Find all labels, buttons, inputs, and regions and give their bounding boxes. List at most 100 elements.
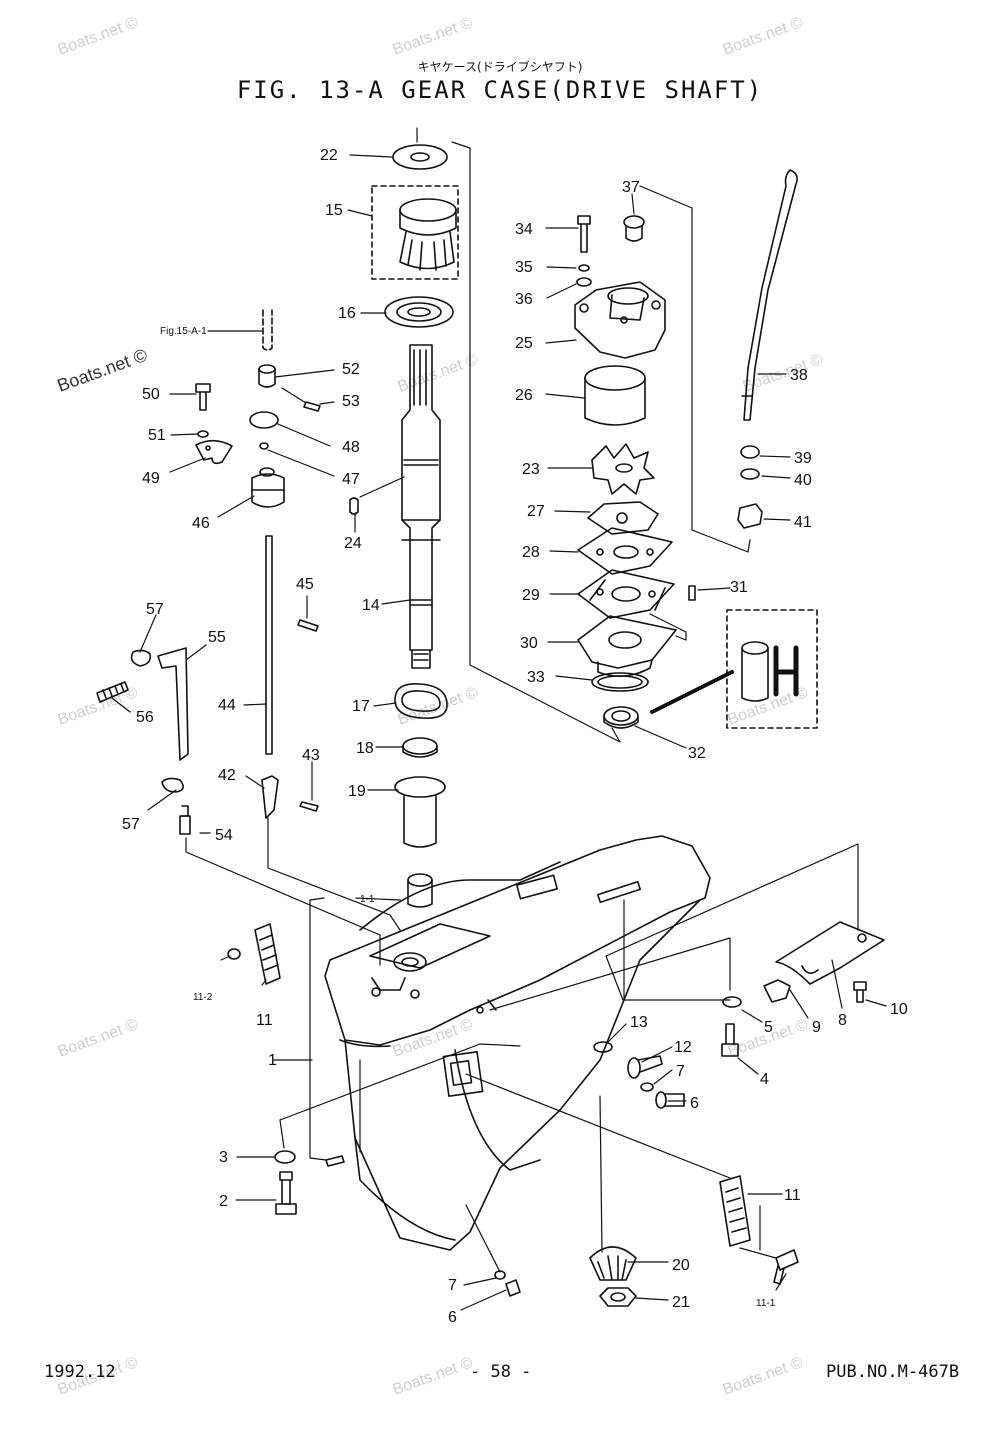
callout-label: 53 (342, 393, 360, 410)
callout-label: 36 (515, 291, 533, 308)
callout-label: 16 (338, 305, 356, 322)
o-ring-33 (591, 672, 649, 692)
nut-21 (599, 1287, 637, 1307)
callout-label: 34 (515, 221, 533, 238)
impeller-23 (591, 443, 655, 495)
water-tube-38 (741, 169, 798, 421)
watermark: Boats.net © (721, 14, 806, 59)
callout-label: 42 (218, 767, 236, 784)
footer-page-number: - 58 - (470, 1362, 532, 1382)
pipe-fig15 (262, 309, 273, 351)
callout-label: 7 (448, 1277, 457, 1294)
insert-cartridge-26 (584, 365, 646, 426)
oil-seal-housing-17 (394, 683, 448, 720)
bolt-10 (853, 981, 867, 1003)
screw-11-2 (227, 948, 241, 960)
callout-label: 57 (146, 601, 164, 618)
grommet-46 (251, 467, 285, 508)
callout-label: 21 (672, 1294, 690, 1311)
detail-inset-box (726, 609, 818, 729)
gasket-29 (577, 569, 675, 619)
footer-date: 1992.12 (44, 1362, 116, 1382)
screw-56 (96, 681, 129, 703)
callout-label: 2 (219, 1193, 228, 1210)
watermark: Boats.net © (721, 1354, 806, 1399)
callout-label: Fig.15-A-1 (160, 326, 207, 337)
screw-6a (505, 1279, 521, 1297)
pin-45 (297, 619, 319, 632)
callout-label: 43 (302, 747, 320, 764)
plate-49 (195, 439, 233, 465)
callout-label: 54 (215, 827, 233, 844)
pinion-gear-20 (589, 1246, 637, 1281)
washer-22 (392, 144, 448, 170)
oil-seal-18 (402, 737, 438, 758)
washer-36 (576, 277, 592, 287)
callout-label: 11 (256, 1012, 273, 1029)
grommet-37 (623, 215, 645, 242)
callout-label: 18 (356, 740, 374, 757)
pump-housing-25 (574, 281, 666, 359)
callout-label: 15 (325, 202, 343, 219)
callout-labels: 22 15 16 Fig.15-A-1 52 53 50 51 48 47 49… (122, 147, 908, 1326)
callout-label: 9 (812, 1019, 821, 1036)
fitting-42 (261, 775, 279, 819)
watermark: Boats.net © (396, 684, 481, 729)
callout-label: 1-1 (360, 894, 375, 905)
grille-11a (254, 923, 281, 985)
pin-24 (349, 497, 359, 515)
pin-43 (299, 801, 319, 812)
bolt-4 (721, 1023, 739, 1057)
bolt-34 (577, 215, 591, 253)
callout-label: 30 (520, 635, 538, 652)
collar-52 (258, 364, 276, 388)
callout-label: 46 (192, 515, 210, 532)
watermark: Boats.net © (55, 345, 150, 396)
watermark: Boats.net © (391, 14, 476, 59)
seal-41 (737, 503, 763, 529)
callout-label: 32 (688, 745, 706, 762)
plug-12 (627, 1055, 663, 1079)
anode-9 (763, 979, 791, 1003)
oil-seal-32 (603, 706, 639, 729)
o-ring-48 (249, 411, 279, 429)
figure-title: FIG. 13-A GEAR CASE(DRIVE SHAFT) (236, 76, 764, 104)
japanese-title: キヤケース(ドライブシヤフト) (417, 60, 583, 74)
callout-label: 23 (522, 461, 540, 478)
callout-label: 33 (527, 669, 545, 686)
washer-3 (274, 1150, 296, 1164)
grommet-40 (740, 468, 760, 480)
callout-label: 49 (142, 470, 160, 487)
callout-label: 11-2 (193, 992, 213, 1003)
callout-label: 4 (760, 1071, 769, 1088)
pump-base-30 (577, 615, 677, 677)
callout-label: 39 (794, 450, 812, 467)
callout-label: 50 (142, 386, 160, 403)
nipple-54 (179, 805, 191, 835)
sleeve-19 (394, 776, 446, 848)
callout-label: 52 (342, 361, 360, 378)
callout-label: 38 (790, 367, 808, 384)
bolt-2 (275, 1171, 297, 1215)
ring-47-small (259, 442, 269, 450)
gear-case-1 (324, 835, 711, 1251)
callout-label: 8 (838, 1012, 847, 1029)
callout-label: 48 (342, 439, 360, 456)
callout-label: 6 (690, 1095, 699, 1112)
pinion-gear-15 (399, 198, 457, 271)
gasket-7b (640, 1082, 654, 1092)
callout-label: 41 (794, 514, 812, 531)
callout-label: 5 (764, 1019, 773, 1036)
callout-label: 37 (622, 179, 640, 196)
callout-label: 27 (527, 503, 545, 520)
callout-label: 19 (348, 783, 366, 800)
callout-label: 20 (672, 1257, 690, 1274)
callout-label: 1 (268, 1052, 277, 1069)
callout-label: 28 (522, 544, 540, 561)
washer-13 (593, 1041, 613, 1053)
washer-51 (197, 430, 209, 438)
callout-label: 11-1 (756, 1298, 776, 1309)
callout-label: 3 (219, 1149, 228, 1166)
